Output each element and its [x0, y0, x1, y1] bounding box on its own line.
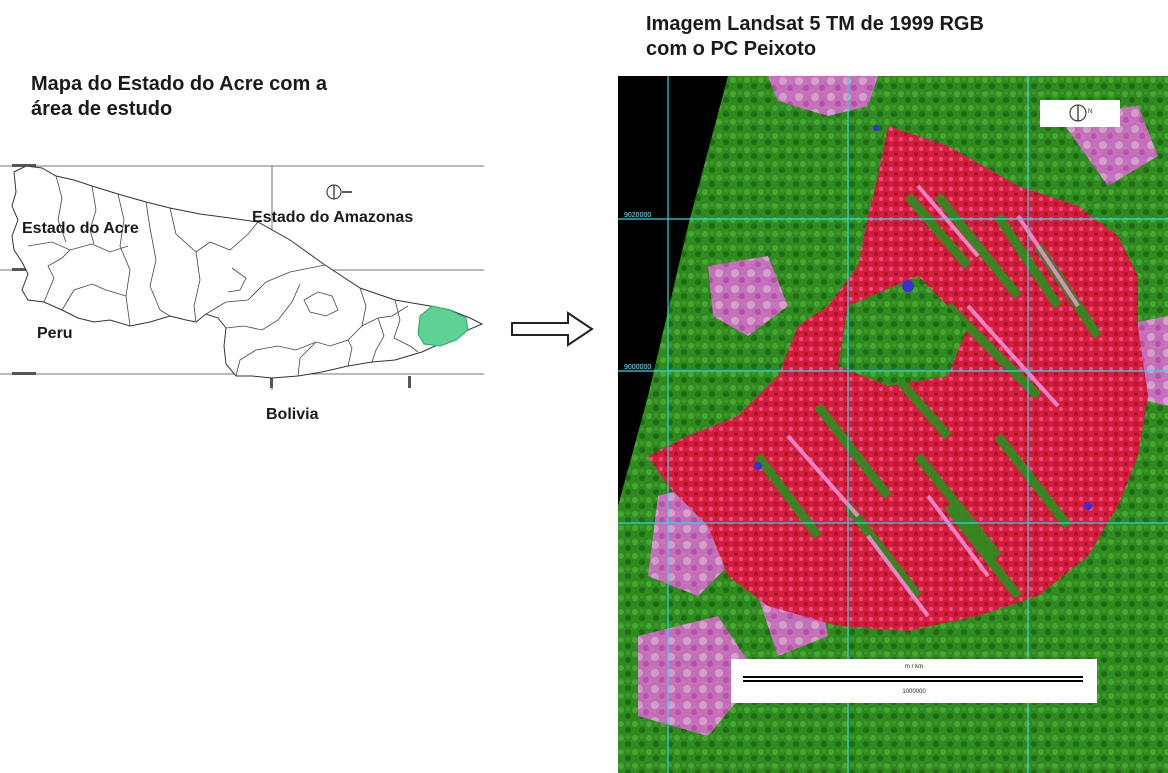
study-area-highlight: [417, 305, 469, 347]
scale-unit-label: m r km: [904, 664, 924, 670]
label-estado-do-acre: Estado do Acre: [22, 220, 139, 237]
clearing-lines: [786, 184, 1080, 618]
scale-bar: [743, 676, 1083, 682]
coordinate-grid: [618, 76, 1168, 773]
water-bodies: [754, 125, 1092, 510]
scale-value-label: 1000000: [902, 689, 926, 695]
municipality-borders: [27, 175, 419, 377]
grid-ticks: [12, 164, 411, 388]
label-bolivia: Bolivia: [266, 406, 319, 423]
left-map-title: Mapa do Estado do Acre com a área de est…: [31, 73, 327, 120]
right-arrow-icon: [511, 311, 594, 347]
north-arrow-icon: [326, 184, 352, 200]
satellite-image-title: Imagem Landsat 5 TM de 1999 RGB com o PC…: [646, 13, 984, 60]
grid-coordinate-label: 9020000: [624, 212, 652, 219]
label-peru: Peru: [37, 325, 73, 342]
acre-state-outline: [11, 165, 484, 379]
no-data-region: [618, 76, 728, 506]
scale-bar-box: m r km 1000000: [731, 659, 1097, 703]
label-estado-do-amazonas: Estado do Amazonas: [252, 209, 414, 226]
acre-state-map: [0, 164, 484, 390]
landsat-satellite-image: 9020000 9000000: [618, 76, 1168, 773]
grid-coordinate-label: 9000000: [624, 364, 652, 371]
satellite-composite: [618, 76, 1168, 773]
satellite-north-arrow-box: N: [1040, 100, 1120, 127]
north-label: N: [1088, 109, 1093, 115]
north-arrow-icon: [1069, 104, 1087, 122]
forest-core: [838, 276, 968, 386]
